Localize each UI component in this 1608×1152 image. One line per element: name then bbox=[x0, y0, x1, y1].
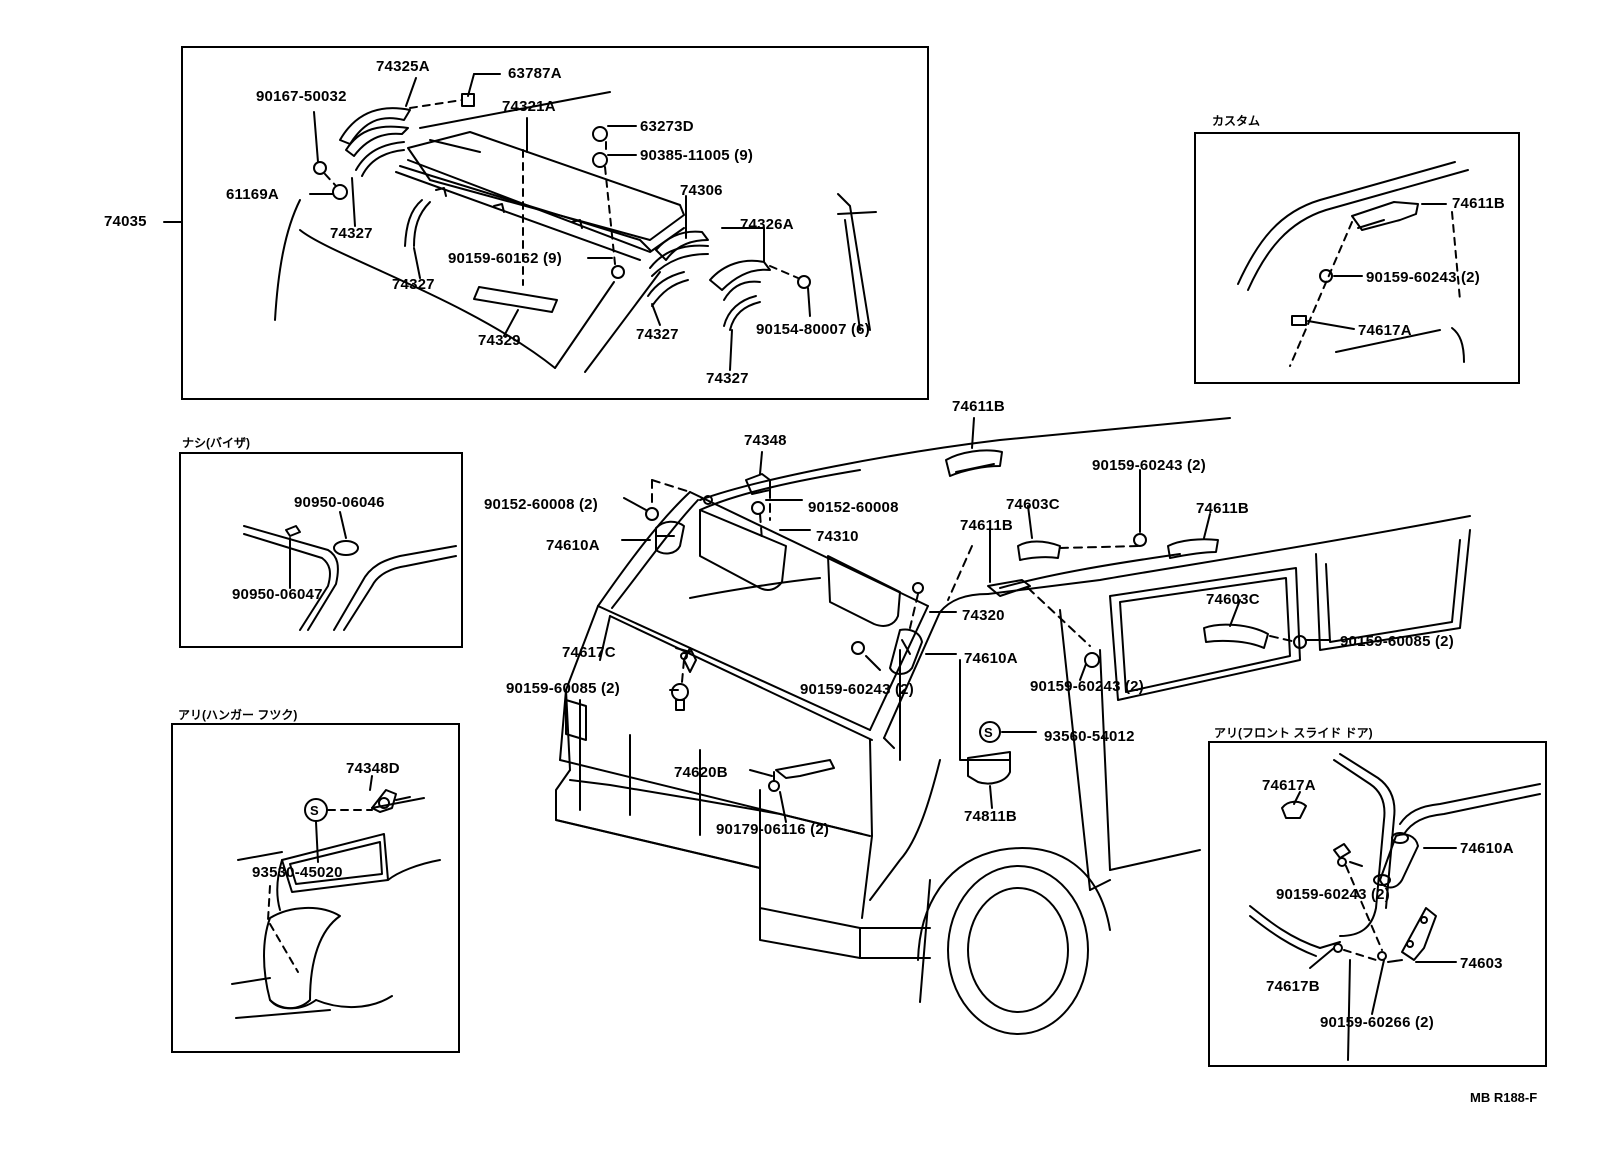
inset-hanger-hook-frame bbox=[171, 723, 460, 1053]
part-label: 93530-45020 bbox=[252, 864, 343, 881]
part-label: 74620B bbox=[674, 764, 728, 781]
part-label: 74611B bbox=[960, 517, 1013, 534]
part-label: 90159-60243 (2) bbox=[800, 681, 914, 698]
part-label: 74603 bbox=[1460, 955, 1503, 972]
part-label: 74321A bbox=[502, 98, 556, 115]
part-label: 74327 bbox=[392, 276, 435, 293]
part-label: 90159-60243 (2) bbox=[1276, 886, 1390, 903]
part-label: 74611B bbox=[1196, 500, 1249, 517]
symbol-s-main: S bbox=[984, 725, 993, 740]
part-label: 90950-06046 bbox=[294, 494, 385, 511]
part-label: 90159-60243 (2) bbox=[1366, 269, 1480, 286]
part-label: 74329 bbox=[478, 332, 521, 349]
part-label: 90159-60243 (2) bbox=[1030, 678, 1144, 695]
part-label: 74603C bbox=[1006, 496, 1060, 513]
part-label: 90167-50032 bbox=[256, 88, 347, 105]
part-label: 74617B bbox=[1266, 978, 1320, 995]
inset-without-visor-frame bbox=[179, 452, 463, 648]
part-label: 74611B bbox=[1452, 195, 1505, 212]
part-label: 90385-11005 (9) bbox=[640, 147, 754, 164]
part-label: 74320 bbox=[962, 607, 1005, 624]
part-label: 74348D bbox=[346, 760, 400, 777]
part-label: 74035 bbox=[104, 213, 147, 230]
hanger-hook-inset-drawing bbox=[231, 775, 441, 1019]
part-label: 90159-60243 (2) bbox=[1092, 457, 1206, 474]
part-label: 74811B bbox=[964, 808, 1017, 825]
inset-visor-assembly-frame bbox=[181, 46, 929, 400]
inset-front-slide-door-frame bbox=[1208, 741, 1547, 1067]
part-label: 63787A bbox=[508, 65, 562, 82]
vehicle-drawing bbox=[555, 417, 1471, 1035]
symbol-s-hanger: S bbox=[310, 803, 319, 818]
part-label: 90154-80007 (6) bbox=[756, 321, 870, 338]
part-label: 74617A bbox=[1358, 322, 1412, 339]
part-label: 74327 bbox=[636, 326, 679, 343]
visor-assembly-drawing bbox=[163, 73, 877, 373]
part-label: 90152-60008 bbox=[808, 499, 899, 516]
inset-title-without-visor: ナシ(バイザ) bbox=[182, 436, 250, 450]
part-label: 74617A bbox=[1262, 777, 1316, 794]
front-slide-door-inset-drawing bbox=[1249, 753, 1541, 1061]
part-label: 74611B bbox=[952, 398, 1005, 415]
part-label: 74326A bbox=[740, 216, 794, 233]
part-label: 93560-54012 bbox=[1044, 728, 1135, 745]
part-label: 74306 bbox=[680, 182, 723, 199]
part-label: 74617C bbox=[562, 644, 616, 661]
part-label: 90159-60085 (2) bbox=[506, 680, 620, 697]
part-label: 74310 bbox=[816, 528, 859, 545]
part-label: 74610A bbox=[1460, 840, 1514, 857]
part-label: 90152-60008 (2) bbox=[484, 496, 598, 513]
part-label: 90950-06047 bbox=[232, 586, 323, 603]
inset-title-front-slide-door: アリ(フロント スライド ドア) bbox=[1214, 726, 1373, 740]
part-label: 74327 bbox=[706, 370, 749, 387]
part-label: 90159-60162 (9) bbox=[448, 250, 562, 267]
part-label: 90159-60266 (2) bbox=[1320, 1014, 1434, 1031]
without-visor-inset-drawing bbox=[243, 511, 457, 631]
drawing-reference: MB R188-F bbox=[1470, 1090, 1538, 1105]
inset-custom-frame bbox=[1194, 132, 1520, 384]
part-label: 74325A bbox=[376, 58, 430, 75]
part-label: 90179-06116 (2) bbox=[716, 821, 830, 838]
part-label: 63273D bbox=[640, 118, 694, 135]
part-label: 90159-60085 (2) bbox=[1340, 633, 1454, 650]
inset-title-custom: カスタム bbox=[1212, 114, 1261, 128]
part-label: 74327 bbox=[330, 225, 373, 242]
part-label: 61169A bbox=[226, 186, 279, 203]
part-label: 74603C bbox=[1206, 591, 1260, 608]
custom-inset-drawing bbox=[1237, 161, 1469, 367]
part-label: 74348 bbox=[744, 432, 787, 449]
part-label: 74610A bbox=[964, 650, 1018, 667]
inset-title-hanger-hook: アリ(ハンガー フツク) bbox=[178, 708, 298, 722]
part-label: 74610A bbox=[546, 537, 600, 554]
